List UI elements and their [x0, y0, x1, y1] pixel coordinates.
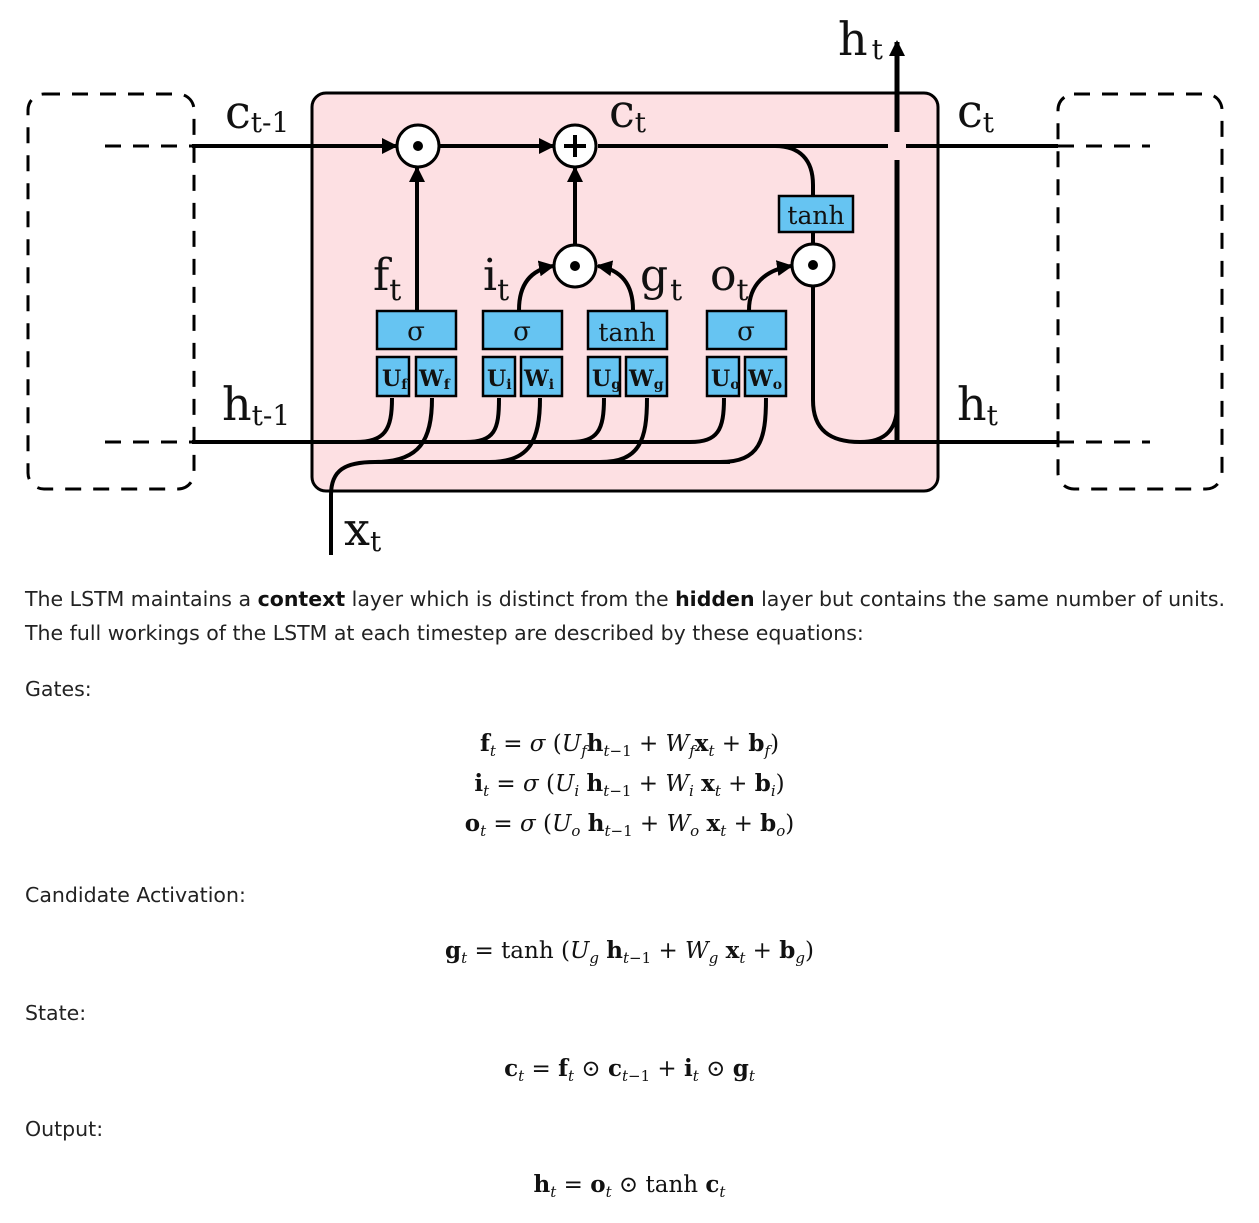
forget-multiply-node — [395, 123, 441, 169]
equation-forget-gate: ft = σ (Ufht−1 + Wfxt + bf) — [479, 730, 780, 760]
weight-box-W-f: Wf — [414, 355, 458, 398]
label-c-prev: ct-1 — [225, 85, 289, 139]
svg-text:Wo: Wo — [747, 366, 782, 393]
weight-box-W-i: Wi — [519, 355, 564, 398]
candidate-tanh-box: tanh — [586, 309, 669, 351]
svg-text:σ: σ — [737, 317, 755, 347]
equation-output-gate: ot = σ (Uo ht−1 + Wo xt + bo) — [464, 810, 795, 840]
equation-candidate: gt = tanh (Ug ht−1 + Wg xt + bg) — [445, 937, 814, 967]
weight-box-W-g: Wg — [624, 355, 669, 398]
next-cell-outline — [1056, 92, 1224, 491]
intro-paragraph: The LSTM maintains a context layer which… — [25, 587, 1226, 645]
label-x-in: xt — [344, 502, 382, 558]
state-heading: State: — [25, 1001, 87, 1025]
svg-text:Ug: Ug — [592, 366, 621, 393]
output-multiply-node — [790, 242, 836, 288]
output-heading: Output: — [25, 1117, 104, 1141]
label-c-out: ct — [957, 84, 995, 139]
svg-text:Uf: Uf — [382, 366, 408, 393]
weight-box-U-o: Uo — [705, 355, 741, 398]
label-h-prev: ht-1 — [222, 377, 290, 432]
weight-box-U-i: Ui — [481, 355, 517, 398]
input-gate-sigma-box: σ — [481, 309, 564, 351]
cell-tanh-box: tanh — [777, 194, 855, 234]
label-f: ft — [373, 250, 401, 308]
equation-state: ct = ft ⊙ ct−1 + it ⊙ gt — [504, 1055, 755, 1085]
weight-box-U-f: Uf — [375, 355, 411, 398]
svg-text:Ui: Ui — [487, 366, 512, 393]
gates-heading: Gates: — [25, 677, 92, 701]
forget-gate-sigma-box: σ — [375, 309, 458, 351]
weight-box-W-o: Wo — [743, 355, 788, 398]
input-multiply-node — [552, 243, 598, 289]
svg-text:tanh: tanh — [598, 318, 655, 347]
svg-text:σ: σ — [513, 317, 531, 347]
weight-box-U-g: Ug — [586, 355, 622, 398]
svg-text:Wg: Wg — [628, 366, 664, 393]
label-h-out: ht — [957, 377, 999, 432]
label-i: it — [483, 250, 509, 308]
label-o: ot — [710, 250, 749, 308]
label-c-mid: ct — [609, 84, 647, 139]
output-gate-sigma-box: σ — [705, 309, 788, 351]
svg-text:Wf: Wf — [418, 366, 451, 393]
label-g: gt — [640, 250, 682, 308]
cell-add-node — [552, 123, 598, 169]
svg-text:tanh: tanh — [787, 201, 844, 230]
candidate-heading: Candidate Activation: — [25, 883, 246, 907]
equation-input-gate: it = σ (Ui ht−1 + Wi xt + bi) — [474, 770, 785, 800]
svg-text:σ: σ — [407, 317, 425, 347]
equation-output: ht = ot ⊙ tanh ct — [533, 1171, 726, 1201]
input-line — [329, 460, 730, 555]
svg-text:Wi: Wi — [523, 366, 554, 393]
svg-text:Uo: Uo — [711, 366, 740, 393]
lstm-cell-diagram: σ σ tanh σ tanh Uf Wf Ui Wi Ug Wg — [26, 12, 1224, 558]
previous-cell-outline — [26, 92, 196, 491]
